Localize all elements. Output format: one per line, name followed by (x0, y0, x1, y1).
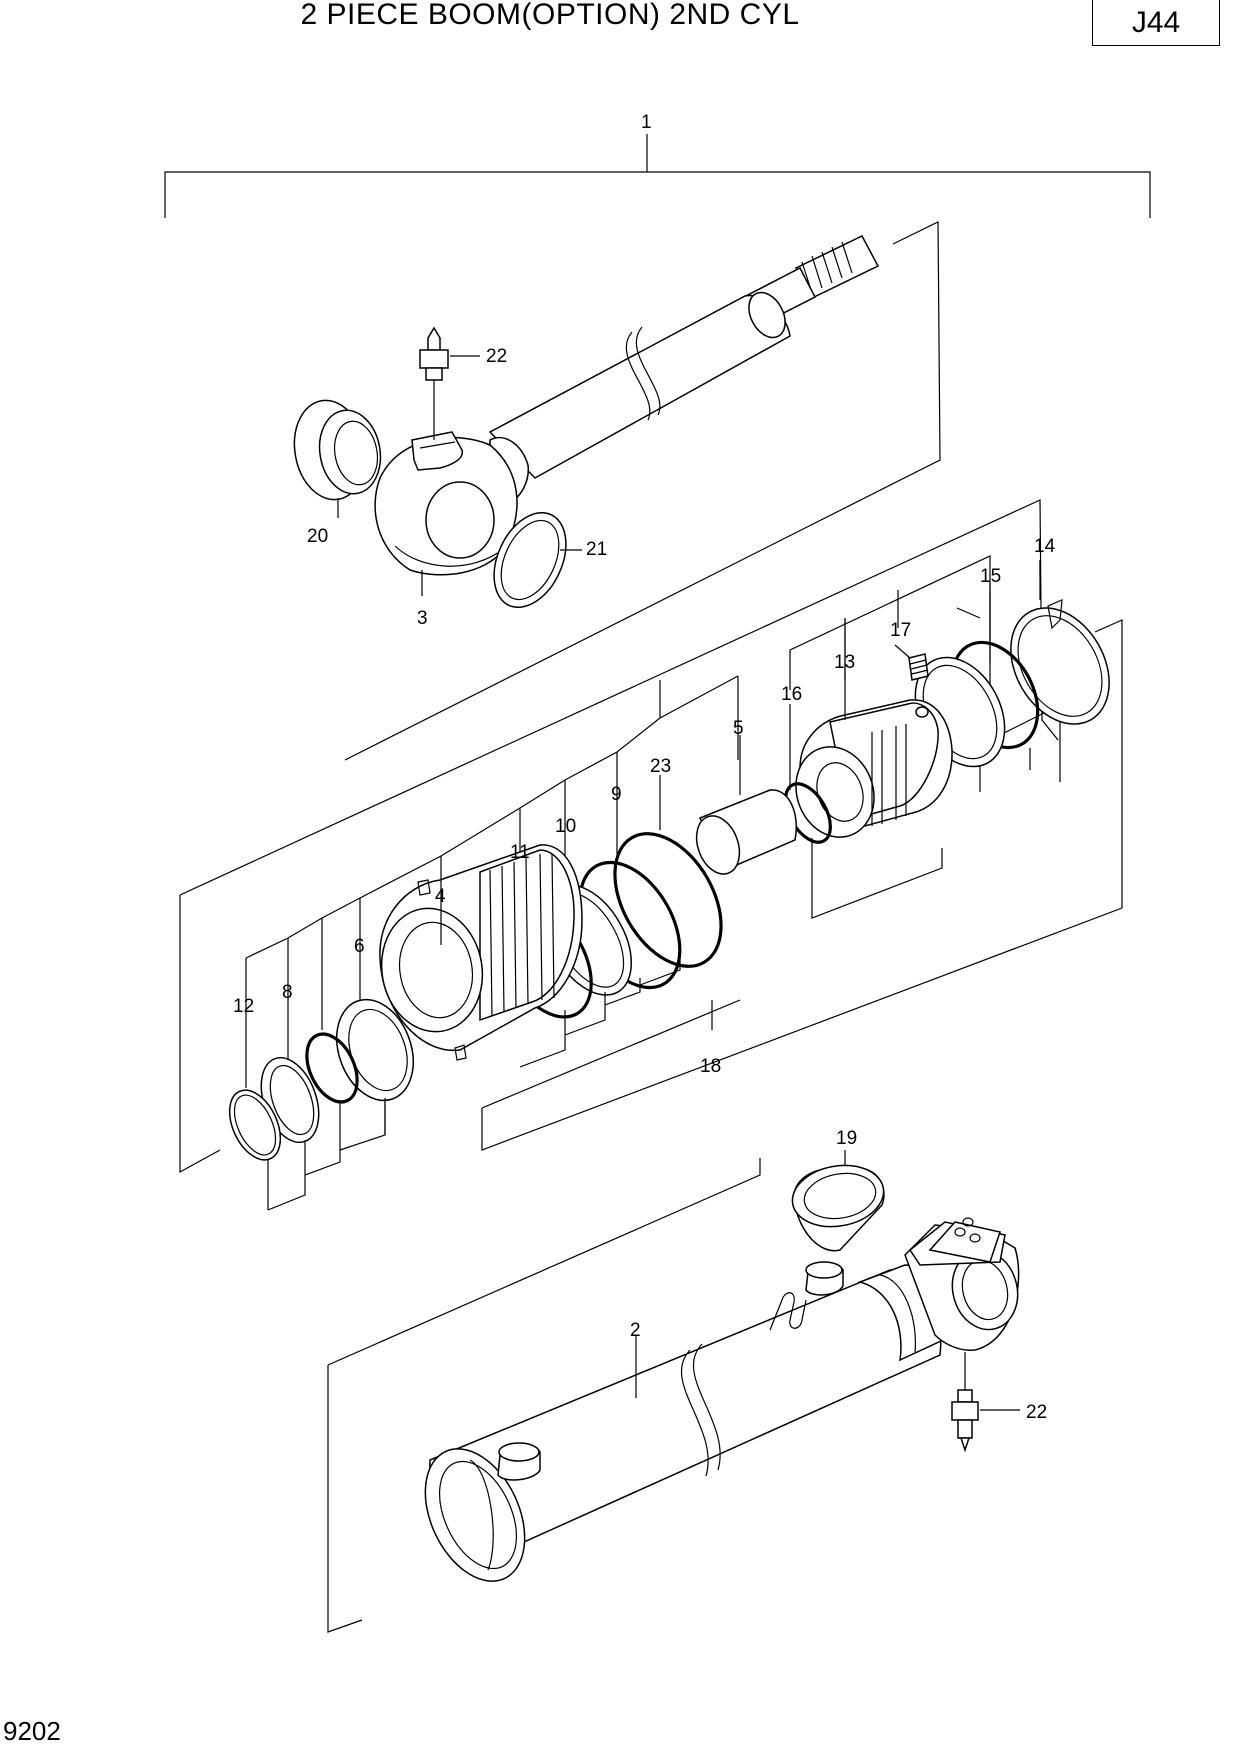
callout-21: 21 (586, 539, 607, 560)
piston-13 (784, 618, 952, 848)
sheet-number: 9202 (3, 1716, 61, 1746)
page-code-box: J44 (1092, 0, 1220, 46)
back-up-ring-8 (251, 938, 330, 1210)
piston-group-outline (180, 500, 1122, 1172)
assembly-bracket (165, 134, 1150, 218)
snap-ring-12 (219, 958, 290, 1210)
page-title: 2 PIECE BOOM(OPTION) 2ND CYL (300, 0, 800, 31)
callout-5: 5 (733, 718, 744, 739)
callout-17: 17 (890, 620, 911, 641)
callout-labels: 1 22 20 21 3 14 15 17 13 16 5 23 9 10 11… (233, 112, 1056, 1423)
callout-11: 11 (510, 842, 530, 863)
grease-nipple-bottom (952, 1352, 1020, 1450)
callout-6: 6 (354, 936, 365, 957)
piston-rod (345, 222, 940, 760)
callout-1: 1 (641, 112, 652, 133)
set-screw-17 (895, 645, 928, 680)
bushing-5 (689, 735, 796, 880)
cylinder-head-4 (372, 845, 582, 1135)
callout-4: 4 (435, 886, 446, 907)
callout-13: 13 (834, 652, 855, 673)
o-ring-8 (297, 918, 367, 1175)
bushing-20 (287, 395, 387, 518)
callout-18: 18 (700, 1056, 721, 1077)
callout-14: 14 (1034, 536, 1056, 557)
callout-10: 10 (555, 816, 576, 837)
wear-ring-14 (991, 560, 1129, 742)
callout-12: 12 (233, 996, 254, 1017)
bushing-19 (787, 1150, 888, 1251)
callout-8: 8 (282, 982, 293, 1003)
callout-16: 16 (781, 684, 802, 705)
callout-3: 3 (417, 608, 428, 629)
callout-9: 9 (611, 784, 622, 805)
callout-23: 23 (650, 756, 671, 777)
callout-15: 15 (980, 566, 1001, 587)
callout-20: 20 (307, 526, 328, 547)
callout-2: 2 (630, 1320, 641, 1341)
callout-19: 19 (836, 1128, 857, 1149)
grease-nipple-top (420, 328, 480, 440)
callout-22-bottom: 22 (1026, 1402, 1047, 1423)
cylinder-tube (328, 1158, 1026, 1632)
callout-22-top: 22 (486, 346, 507, 367)
snap-ring-21 (480, 501, 582, 619)
